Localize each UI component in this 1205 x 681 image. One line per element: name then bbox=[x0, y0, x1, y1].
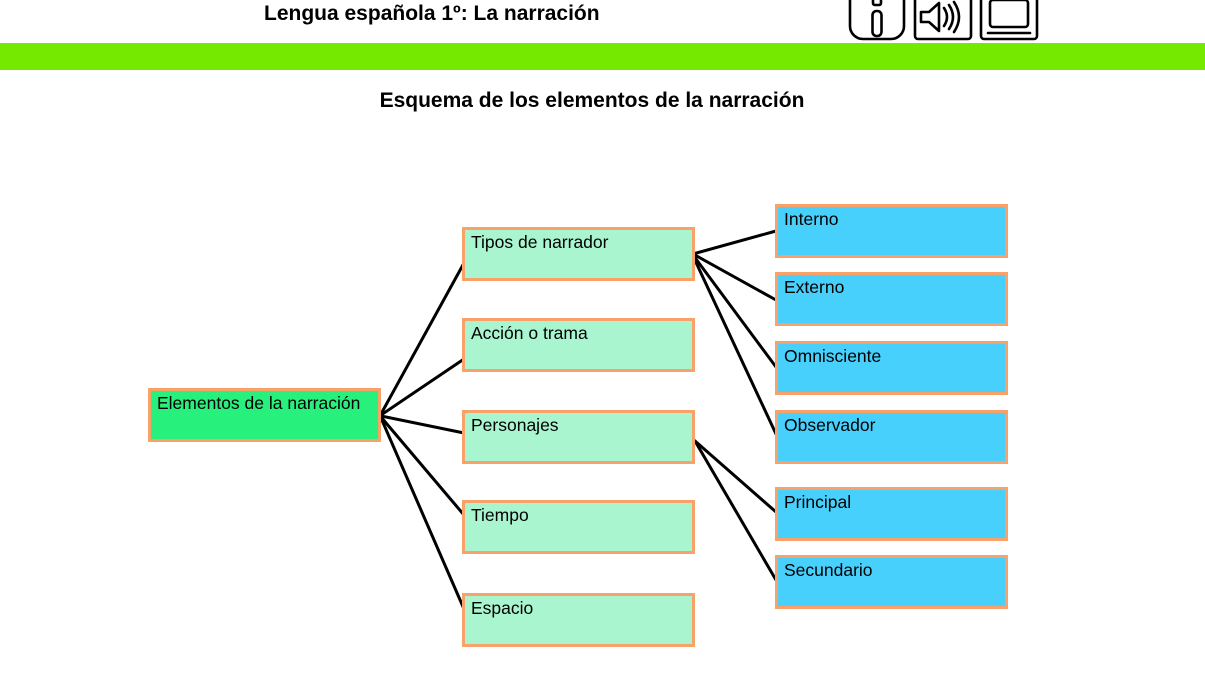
node-tipos-de-narrador: Tipos de narrador bbox=[462, 227, 695, 281]
header-icon-strip bbox=[846, 0, 1040, 42]
node-accion-o-trama: Acción o trama bbox=[462, 318, 695, 372]
info-icon[interactable] bbox=[846, 0, 908, 42]
monitor-icon[interactable] bbox=[978, 0, 1040, 42]
node-interno: Interno bbox=[775, 204, 1008, 258]
diagram-title: Esquema de los elementos de la narración bbox=[379, 89, 805, 112]
node-observador: Observador bbox=[775, 410, 1008, 464]
speaker-icon[interactable] bbox=[912, 0, 974, 42]
node-personajes: Personajes bbox=[462, 410, 695, 464]
page-title: Lengua española 1º: La narración bbox=[264, 2, 600, 25]
node-secundario: Secundario bbox=[775, 555, 1008, 609]
node-externo: Externo bbox=[775, 272, 1008, 326]
node-elementos-narracion: Elementos de la narración bbox=[148, 388, 381, 442]
node-tiempo: Tiempo bbox=[462, 500, 695, 554]
node-principal: Principal bbox=[775, 487, 1008, 541]
node-omnisciente: Omnisciente bbox=[775, 341, 1008, 395]
node-espacio: Espacio bbox=[462, 593, 695, 647]
header-banner bbox=[0, 43, 1205, 70]
